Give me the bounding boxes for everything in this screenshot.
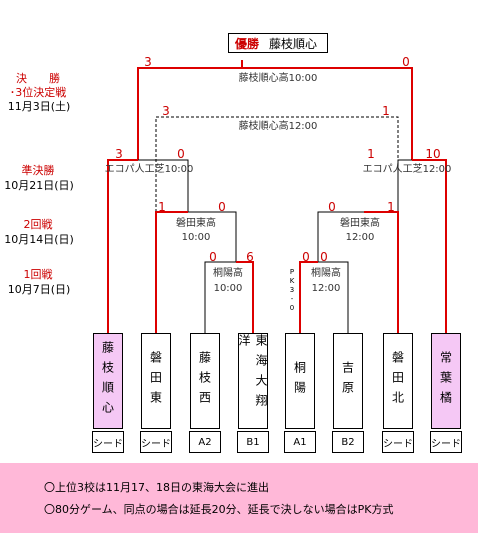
- team-box: 東海大翔洋: [237, 333, 268, 429]
- round-semi-label: 準決勝: [21, 164, 55, 177]
- seed-label: B2: [332, 431, 364, 453]
- score-final-right: 0: [402, 55, 410, 69]
- venue-r1-left-place: 桐陽高: [213, 268, 243, 279]
- r1-left-line-b: [236, 261, 254, 333]
- venue-final: 藤枝順心高10:00: [238, 73, 318, 84]
- seed-label: シード: [140, 431, 172, 453]
- r1-right-line-a: [299, 261, 318, 333]
- venue-r2-right-time: 12:00: [345, 232, 375, 243]
- notes-panel: 〇上位3校は11月17、18日の東海大会に進出 〇80分ゲーム、同点の場合は延長…: [0, 463, 478, 533]
- round-semi-date: 10月21日(日): [4, 179, 74, 192]
- champion-team: 藤枝順心: [269, 36, 318, 51]
- score-r2-right-b: 1: [387, 200, 395, 214]
- score-third-right: 1: [382, 104, 390, 118]
- score-semi-left-b: 0: [177, 147, 185, 161]
- round-final-label: 決 勝: [16, 72, 60, 85]
- champion-box: 優勝 藤枝順心: [228, 33, 328, 53]
- round-r1-label: 1回戦: [23, 268, 53, 281]
- round-r1-date: 10月7日(日): [7, 283, 71, 296]
- score-final-left: 3: [144, 55, 152, 69]
- venue-semi-left: エコパ人工芝10:00: [104, 164, 194, 175]
- r2-left-line-b: [188, 211, 237, 262]
- score-semi-right-a: 1: [367, 147, 375, 161]
- r2-right-line-a: [317, 211, 364, 262]
- team-box: 吉原: [333, 333, 363, 429]
- score-r1-left-a: 0: [209, 250, 217, 264]
- team-box: 磐田東: [141, 333, 171, 429]
- note-line: 〇80分ゲーム、同点の場合は延長20分、延長で決しない場合はPK方式: [44, 503, 394, 516]
- seed-label: シード: [430, 431, 462, 453]
- r2-left-line-a: [155, 211, 188, 333]
- score-r2-left-b: 0: [218, 200, 226, 214]
- final-line-left: [137, 60, 243, 160]
- team-name: 磐田北: [390, 351, 405, 411]
- score-r1-left-b: 6: [246, 250, 254, 264]
- team-box: 藤枝順心: [93, 333, 123, 429]
- team-box: 磐田北: [383, 333, 413, 429]
- score-semi-right-b: 10: [425, 147, 441, 161]
- team-name: 吉原: [340, 361, 355, 401]
- r1-right-line-b: [318, 261, 349, 333]
- round-r2-date: 10月14日(日): [4, 233, 74, 246]
- venue-r2-right-place: 磐田東高: [340, 218, 380, 229]
- pk-note: PK3-0: [288, 268, 296, 313]
- score-semi-left-a: 3: [115, 147, 123, 161]
- team-box: 常葉橘: [431, 333, 461, 429]
- score-third-left: 3: [162, 104, 170, 118]
- venue-r1-right-place: 桐陽高: [311, 268, 341, 279]
- team-name: 東海大翔洋: [237, 334, 268, 414]
- venue-r2-left-place: 磐田東高: [176, 218, 216, 229]
- semi-left-line-b: [138, 159, 189, 212]
- team-name: 藤枝西: [197, 351, 212, 411]
- note-line: 〇上位3校は11月17、18日の東海大会に進出: [44, 481, 269, 494]
- r2-right-line-b: [364, 211, 399, 333]
- r1-left-line-a: [204, 261, 236, 333]
- semi-right-line-a: [397, 159, 412, 212]
- seed-label: シード: [382, 431, 414, 453]
- round-final-date: 11月3日(土): [7, 100, 71, 113]
- team-box: 藤枝西: [190, 333, 220, 429]
- score-r2-left-a: 1: [158, 200, 166, 214]
- team-name: 磐田東: [148, 351, 163, 411]
- third-line: [155, 116, 399, 212]
- score-r1-right-b: 0: [320, 250, 328, 264]
- venue-r1-right-time: 12:00: [311, 283, 341, 294]
- score-r2-right-a: 0: [328, 200, 336, 214]
- seed-label: シード: [92, 431, 124, 453]
- round-final-sub: ･3位決定戦: [9, 86, 67, 99]
- final-line-right: [242, 67, 413, 160]
- champion-label: 優勝: [235, 36, 260, 51]
- team-name: 常葉橘: [438, 351, 453, 411]
- venue-third: 藤枝順心高12:00: [238, 121, 318, 132]
- venue-semi-right: エコパ人工芝12:00: [362, 164, 452, 175]
- score-r1-right-a: 0: [302, 250, 310, 264]
- venue-r1-left-time: 10:00: [213, 283, 243, 294]
- team-box: 桐陽: [285, 333, 315, 429]
- team-name: 藤枝順心: [100, 341, 115, 421]
- seed-label: B1: [237, 431, 269, 453]
- venue-r2-left-time: 10:00: [181, 232, 211, 243]
- seed-label: A1: [284, 431, 316, 453]
- semi-left-line-a: [107, 159, 138, 333]
- seed-label: A2: [189, 431, 221, 453]
- team-name: 桐陽: [292, 361, 307, 401]
- round-r2-label: 2回戦: [23, 218, 53, 231]
- semi-right-line-b: [412, 159, 447, 333]
